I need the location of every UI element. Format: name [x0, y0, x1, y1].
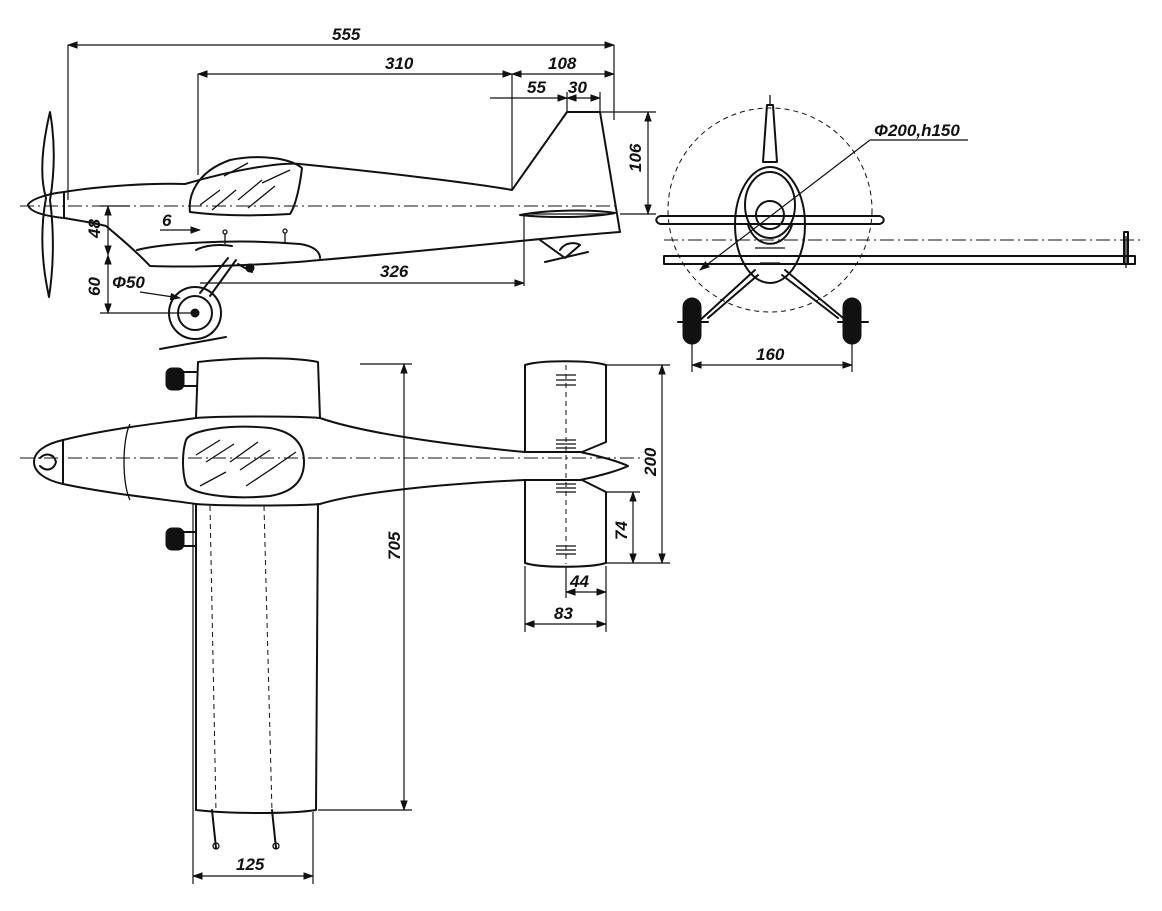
prop-disc [667, 107, 873, 313]
dim-fin-root-offset: 55 [527, 78, 546, 97]
dim-tail-length: 108 [548, 54, 577, 73]
top-fuselage [62, 415, 629, 507]
dim-stab-chord: 83 [554, 604, 573, 623]
top-canopy [182, 425, 305, 499]
side-stabilizer [519, 209, 616, 219]
dim-wing-le-to-stab: 310 [385, 54, 414, 73]
dim-disc: Φ200,h150 [874, 121, 960, 140]
dim-wing-chord: 125 [236, 855, 265, 874]
dim-nose-height-lower: 60 [85, 277, 104, 296]
side-fuselage [63, 111, 621, 268]
top-wing-stub [195, 357, 321, 419]
dim-stab-span: 200 [641, 447, 660, 477]
dim-fin-tip-chord: 30 [568, 78, 587, 97]
dim-nose-height-upper: 48 [85, 219, 104, 239]
dim-wingspan: 705 [385, 531, 404, 560]
dim-wheel-track: 160 [756, 345, 785, 364]
dim-elevator-span: 74 [612, 521, 631, 540]
propeller [41, 111, 55, 298]
top-wing [195, 503, 319, 814]
front-view: Φ200,h150 160 [655, 95, 1140, 372]
front-wing [663, 255, 1136, 265]
side-canopy [188, 156, 303, 217]
dim-fin-height: 106 [626, 143, 645, 172]
spinner [27, 191, 65, 219]
dim-small-offset: 6 [162, 211, 172, 230]
dim-overall-length: 555 [332, 25, 361, 44]
dim-elevator-chord: 44 [569, 572, 589, 591]
dim-fuselage-bottom: 326 [380, 262, 409, 281]
side-view: 555 310 108 55 30 106 48 60 Φ50 6 326 [20, 25, 656, 350]
top-view: 705 200 74 44 83 125 [20, 357, 670, 884]
dim-wheel-diameter: Φ50 [112, 273, 145, 292]
top-stabilizer [524, 360, 607, 568]
